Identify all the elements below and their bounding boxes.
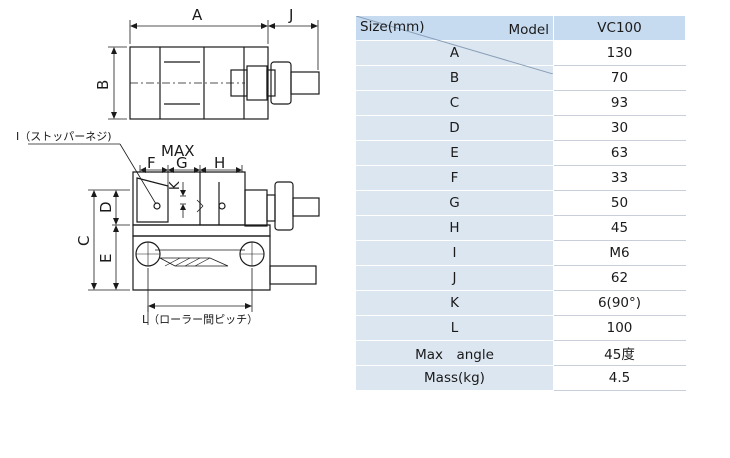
side-view	[28, 143, 320, 325]
row-label: J	[355, 265, 554, 291]
row-value: 93	[553, 90, 686, 116]
dim-label-E: E	[97, 254, 115, 263]
dim-label-B: B	[94, 80, 112, 90]
header-diagonal-line	[356, 16, 553, 74]
row-value: 130	[553, 40, 686, 66]
row-label: L	[355, 315, 554, 341]
row-value: M6	[553, 240, 686, 266]
dim-label-D: D	[97, 201, 115, 213]
row-value: 70	[553, 65, 686, 91]
row-label: E	[355, 140, 554, 166]
row-label: H	[355, 215, 554, 241]
row-value: 63	[553, 140, 686, 166]
row-value: 33	[553, 165, 686, 191]
dimension-arrows	[91, 23, 318, 309]
top-view	[108, 20, 320, 120]
row-value: 45度	[553, 340, 686, 366]
row-label: G	[355, 190, 554, 216]
callout-L: L（ローラー間ピッチ）	[142, 313, 258, 326]
row-label: I	[355, 240, 554, 266]
header-model-label: Model	[508, 22, 549, 38]
row-value: 45	[553, 215, 686, 241]
dim-label-A: A	[192, 6, 203, 24]
row-label: D	[355, 115, 554, 141]
row-label: K	[355, 290, 554, 316]
row-label: F	[355, 165, 554, 191]
dim-label-J: J	[288, 6, 293, 24]
dim-label-K: K	[168, 181, 183, 190]
row-value: 50	[553, 190, 686, 216]
row-label: Max angle	[355, 340, 554, 366]
table-row: Mass(kg)4.5	[355, 365, 686, 391]
size-model-header-cell: Model Size(mm)	[355, 15, 554, 74]
dim-label-MAX: MAX	[161, 142, 194, 160]
dim-label-H: H	[214, 154, 225, 172]
header-size-label: Size(mm)	[360, 19, 425, 35]
row-label: B	[355, 65, 554, 91]
model-name-header: VC100	[553, 15, 686, 41]
row-value: 4.5	[553, 365, 686, 391]
row-value: 100	[553, 315, 686, 341]
spec-table-header: Model Size(mm) VC100	[355, 15, 686, 74]
row-value: 62	[553, 265, 686, 291]
dim-label-G: G	[176, 154, 188, 172]
row-label: C	[355, 90, 554, 116]
dim-label-C: C	[75, 236, 93, 246]
row-value: 6(90°)	[553, 290, 686, 316]
row-label: Mass(kg)	[355, 365, 554, 391]
callout-I: I（ストッパーネジ)	[16, 130, 112, 143]
vise-technical-drawing: A J B C D E MAX F G H K I（ストッパーネジ) L（ローラ…	[16, 6, 320, 326]
dim-label-F: F	[147, 154, 156, 172]
row-value: 30	[553, 115, 686, 141]
